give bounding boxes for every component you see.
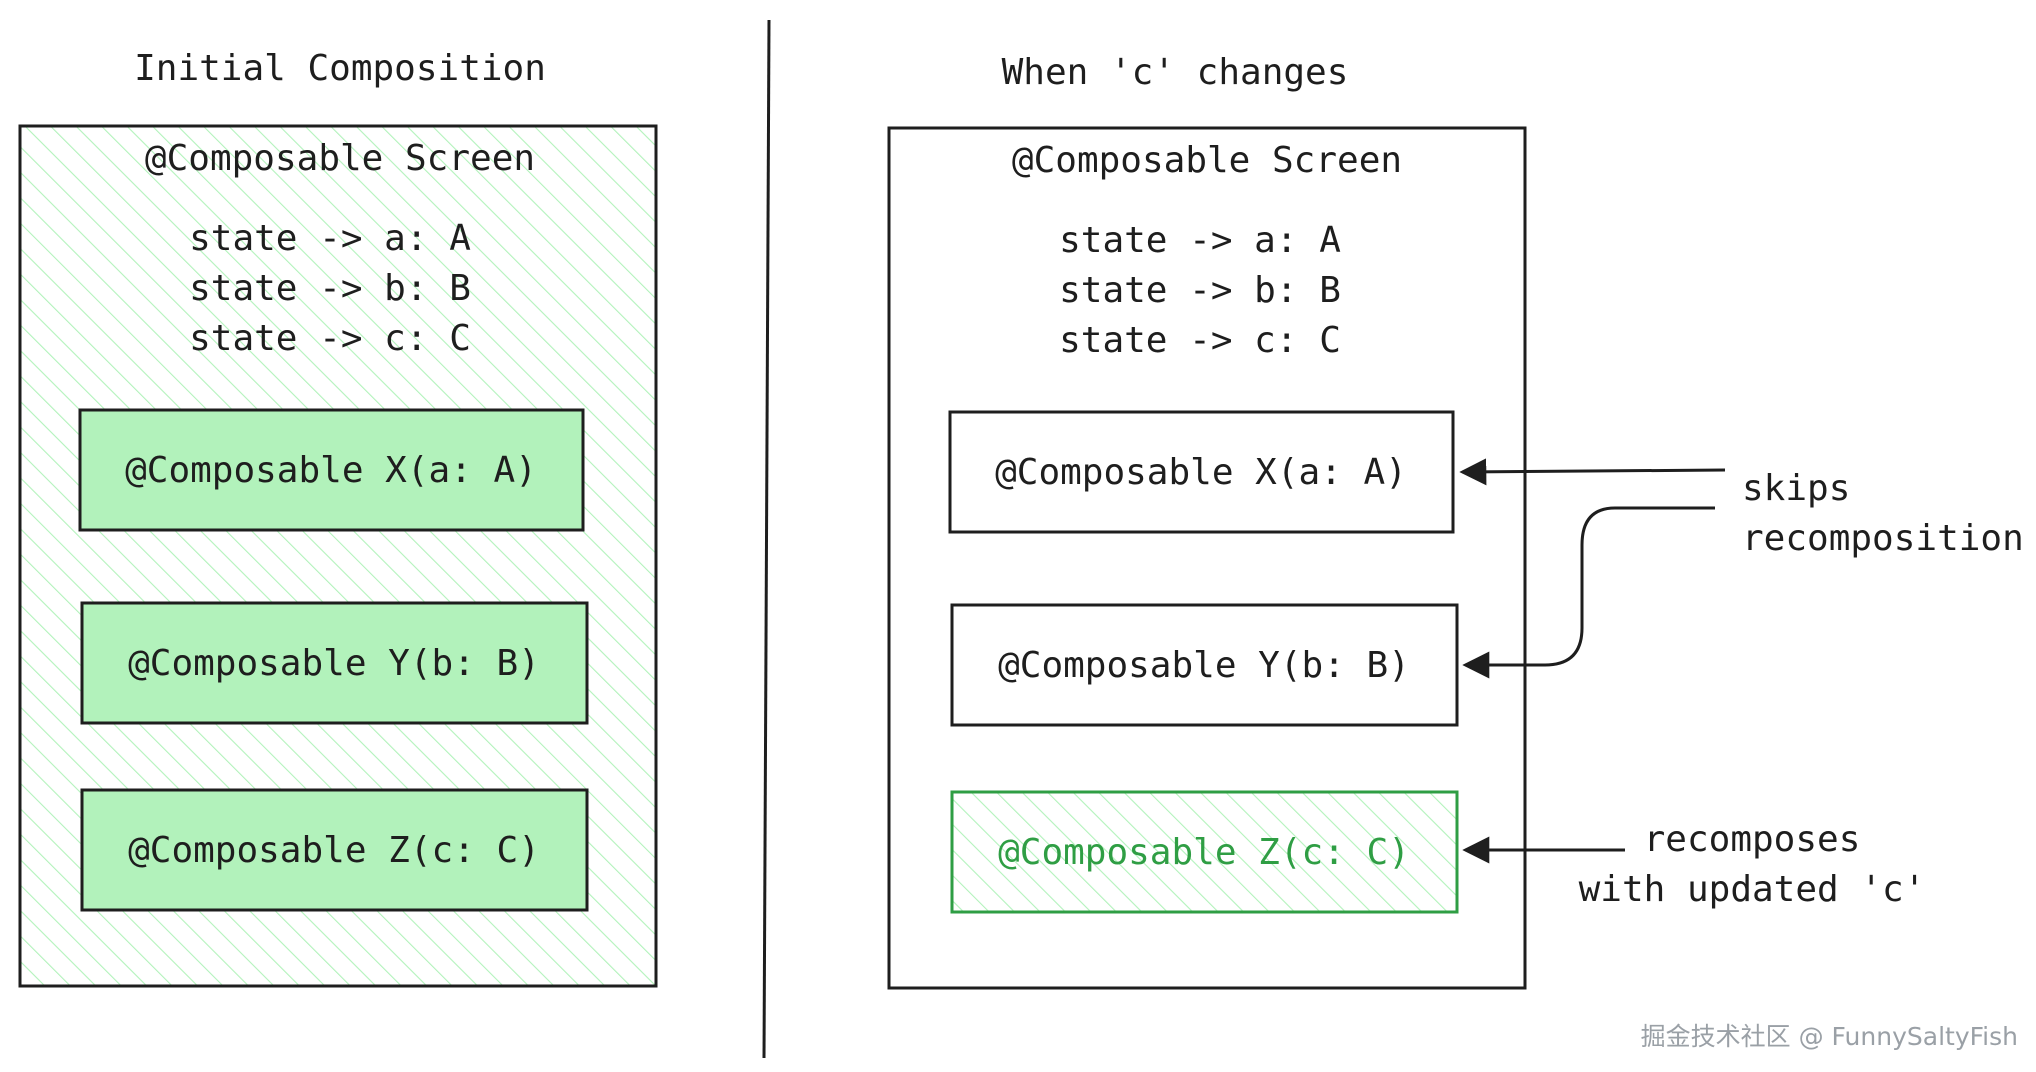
left-child-z-box <box>80 788 589 912</box>
right-state-line-a: state -> a: A <box>1059 220 1341 261</box>
right-screen-title: @Composable Screen <box>1012 140 1402 181</box>
skips-label-line1: skips <box>1742 468 1850 509</box>
arrow-to-y <box>1462 506 1715 679</box>
left-state-line-a: state -> a: A <box>189 218 471 259</box>
left-heading: Initial Composition <box>134 48 546 89</box>
right-child-z-label: @Composable Z(c: C) <box>998 832 1410 873</box>
skips-label-line2: recomposition <box>1742 518 2024 559</box>
right-state-line-b: state -> b: B <box>1059 270 1341 311</box>
left-child-y-box <box>80 601 589 725</box>
left-panel: Initial Composition @Composable Screen s… <box>18 48 658 988</box>
left-child-x-box <box>78 408 585 532</box>
right-child-x-label: @Composable X(a: A) <box>995 452 1407 493</box>
right-panel: When 'c' changes @Composable Screen stat… <box>887 52 1527 990</box>
arrow-to-x <box>1459 458 1726 486</box>
recomposes-label-line1: recomposes <box>1644 819 1861 860</box>
left-child-z-label: @Composable Z(c: C) <box>128 830 540 871</box>
right-child-y-label: @Composable Y(b: B) <box>998 645 1410 686</box>
left-child-x-label: @Composable X(a: A) <box>125 450 537 491</box>
left-child-y-label: @Composable Y(b: B) <box>128 643 540 684</box>
right-state-line-c: state -> c: C <box>1059 320 1341 361</box>
right-child-x-box <box>948 410 1455 534</box>
center-divider <box>762 19 771 1059</box>
right-heading: When 'c' changes <box>1002 52 1349 93</box>
annotations: skips recomposition recomposes with upda… <box>1459 458 2024 910</box>
right-child-y-box <box>950 603 1459 727</box>
recomposes-label-line2: with updated 'c' <box>1579 869 1926 910</box>
left-screen-title: @Composable Screen <box>145 138 535 179</box>
right-child-z-box <box>950 790 1459 914</box>
left-state-line-b: state -> b: B <box>189 268 471 309</box>
watermark: 掘金技术社区 @ FunnySaltyFish <box>1641 1022 2018 1051</box>
left-state-line-c: state -> c: C <box>189 318 471 359</box>
